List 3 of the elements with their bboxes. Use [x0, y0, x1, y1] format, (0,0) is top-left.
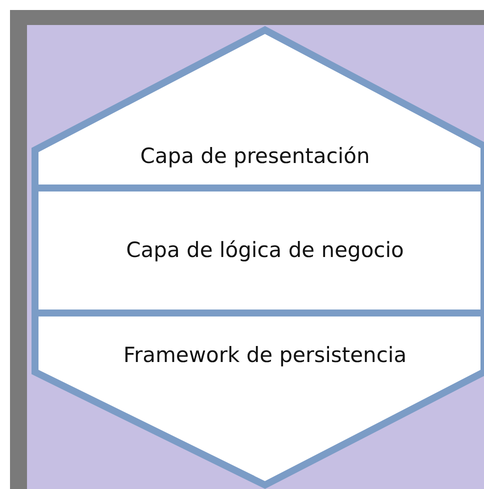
layer-label: Capa de lógica de negocio — [126, 238, 404, 262]
layer-label: Framework de persistencia — [123, 343, 407, 367]
layer-label: Capa de presentación — [140, 144, 370, 168]
